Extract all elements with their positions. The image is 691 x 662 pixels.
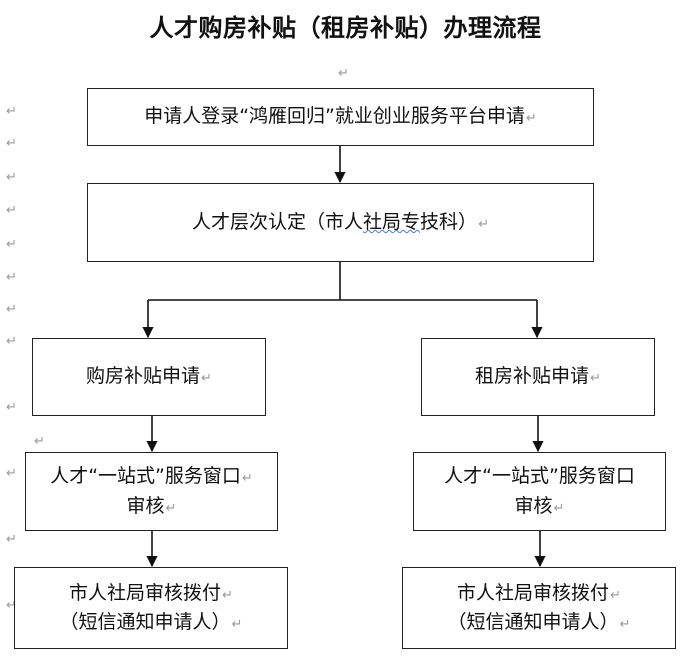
paragraph-mark: ↵ bbox=[201, 371, 212, 387]
paragraph-mark: ↵ bbox=[610, 587, 621, 603]
paragraph-mark: ↵ bbox=[6, 532, 17, 547]
step-purchase-disburse: 市人社局审核拨付↵ （短信通知申请人）↵ bbox=[14, 567, 288, 649]
rent-review-line1: 人才“一站式”服务窗口 bbox=[444, 465, 635, 488]
step-talent-cert-text-a: 人才层次认定（市人 bbox=[192, 210, 364, 233]
paragraph-mark: ↵ bbox=[6, 466, 17, 481]
paragraph-mark: ↵ bbox=[6, 136, 17, 151]
step-apply-login: 申请人登录“鸿雁回归”就业创业服务平台申请↵ bbox=[87, 88, 594, 146]
purchase-apply-text: 购房补贴申请 bbox=[86, 365, 201, 388]
rent-disburse-line1: 市人社局审核拨付 bbox=[457, 581, 610, 604]
page-title: 人才购房补贴（租房补贴）办理流程 bbox=[149, 14, 542, 42]
purchase-review-line1: 人才“一站式”服务窗口 bbox=[50, 465, 241, 488]
paragraph-mark: ↵ bbox=[6, 203, 17, 218]
step-apply-login-text: 申请人登录“鸿雁回归”就业创业服务平台申请 bbox=[144, 105, 525, 128]
paragraph-mark: ↵ bbox=[6, 104, 17, 119]
paragraph-mark: ↵ bbox=[241, 471, 253, 487]
paragraph-mark: ↵ bbox=[34, 434, 45, 449]
purchase-disburse-line2: （短信通知申请人） bbox=[59, 611, 231, 633]
rent-apply-text: 租房补贴申请 bbox=[475, 365, 590, 388]
step-talent-certification: 人才层次认定（市人社局专技科）↵ bbox=[87, 183, 594, 262]
paragraph-mark: ↵ bbox=[6, 170, 17, 185]
purchase-review-line2: 审核 bbox=[126, 494, 165, 517]
paragraph-mark: ↵ bbox=[6, 237, 17, 252]
paragraph-mark: ↵ bbox=[6, 270, 17, 285]
step-rent-subsidy-apply: 租房补贴申请↵ bbox=[421, 338, 655, 416]
step-talent-cert-text-b: 社局专 bbox=[363, 210, 421, 233]
paragraph-mark: ↵ bbox=[165, 500, 177, 516]
paragraph-mark: ↵ bbox=[6, 334, 17, 349]
paragraph-mark: ↵ bbox=[6, 400, 17, 415]
paragraph-mark: ↵ bbox=[231, 617, 243, 632]
paragraph-mark: ↵ bbox=[590, 371, 601, 387]
step-talent-cert-text-c: 技科） bbox=[420, 210, 478, 233]
paragraph-mark: ↵ bbox=[6, 302, 17, 317]
step-rent-disburse: 市人社局审核拨付↵ （短信通知申请人）↵ bbox=[402, 567, 676, 649]
paragraph-mark: ↵ bbox=[338, 66, 349, 81]
paragraph-mark: ↵ bbox=[478, 216, 489, 232]
step-purchase-subsidy-apply: 购房补贴申请↵ bbox=[32, 338, 266, 416]
paragraph-mark: ↵ bbox=[553, 500, 565, 516]
step-rent-window-review: 人才“一站式”服务窗口 审核↵ bbox=[413, 452, 666, 531]
step-purchase-window-review: 人才“一站式”服务窗口↵ 审核↵ bbox=[25, 452, 278, 531]
rent-review-line2: 审核 bbox=[514, 494, 553, 517]
paragraph-mark: ↵ bbox=[222, 587, 233, 603]
paragraph-mark: ↵ bbox=[6, 598, 17, 613]
paragraph-mark: ↵ bbox=[619, 617, 631, 632]
paragraph-mark: ↵ bbox=[525, 111, 537, 127]
purchase-disburse-line1: 市人社局审核拨付 bbox=[69, 581, 222, 604]
rent-disburse-line2: （短信通知申请人） bbox=[447, 611, 619, 633]
